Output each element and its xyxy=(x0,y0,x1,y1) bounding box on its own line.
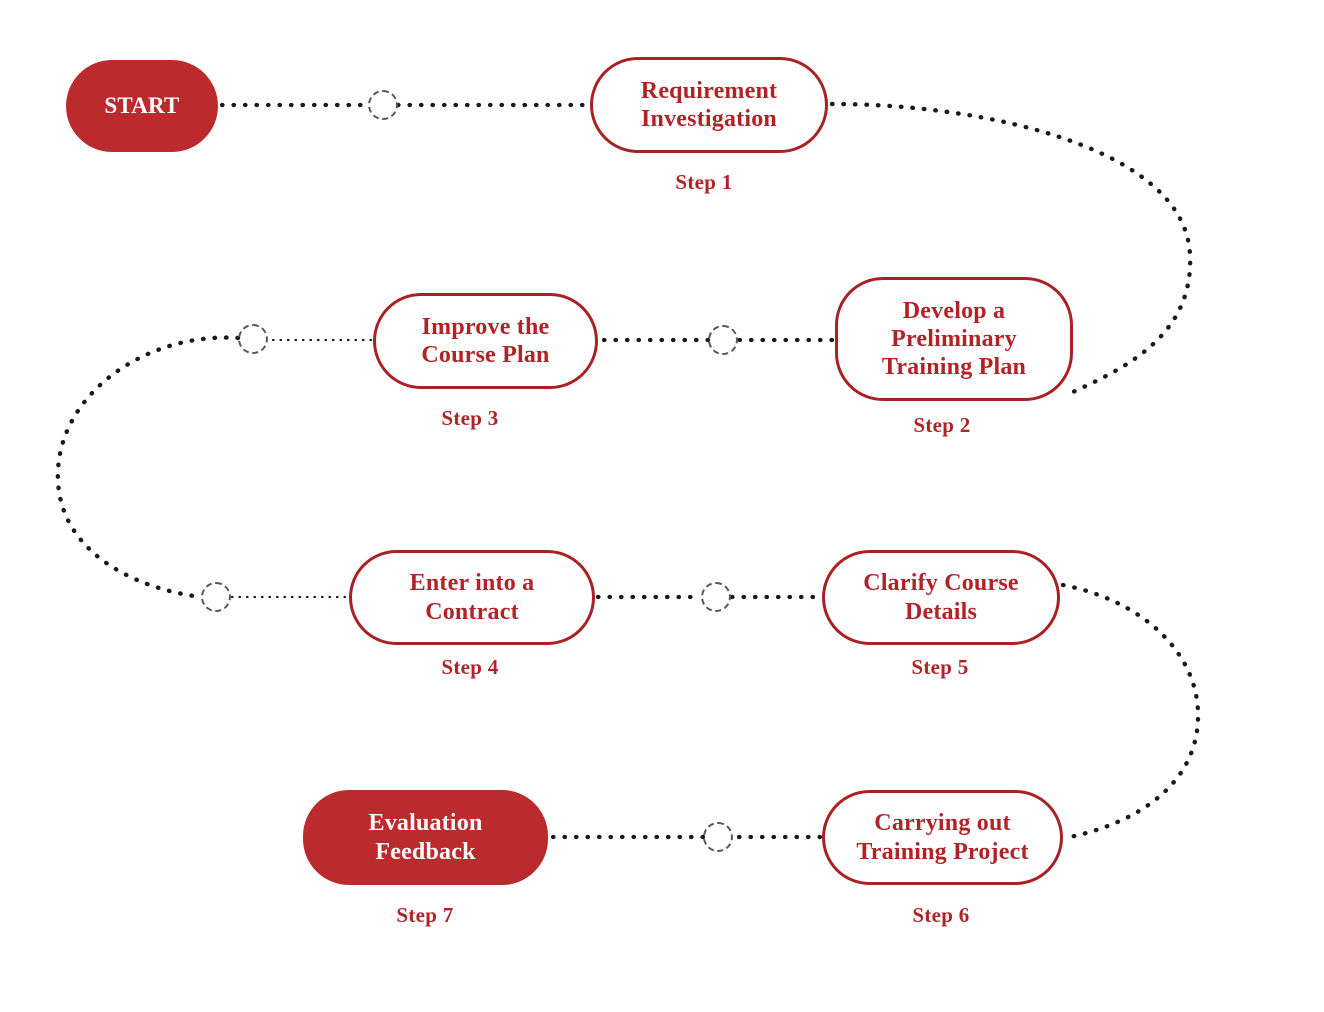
node-step7-label: Evaluation Feedback xyxy=(368,810,483,865)
node-step6-label: Carrying out Training Project xyxy=(856,810,1029,865)
node-step4[interactable]: Enter into a Contract xyxy=(349,550,595,645)
caption-step7: Step 7 xyxy=(396,903,454,927)
node-step2-label: Develop a Preliminary Training Plan xyxy=(881,297,1027,381)
node-step4-label: Enter into a Contract xyxy=(409,570,535,625)
marker-step3-left xyxy=(238,324,268,354)
node-step7[interactable]: Evaluation Feedback xyxy=(303,790,548,885)
caption-step2: Step 2 xyxy=(913,413,971,437)
node-step5-label: Clarify Course Details xyxy=(863,570,1019,625)
caption-step3: Step 3 xyxy=(441,406,499,430)
node-step3[interactable]: Improve the Course Plan xyxy=(373,293,598,389)
marker-step4-left xyxy=(201,582,231,612)
node-step5[interactable]: Clarify Course Details xyxy=(822,550,1060,645)
caption-step6: Step 6 xyxy=(912,903,970,927)
connector-step5-to-step6 xyxy=(1060,582,1201,840)
marker-step3-step2 xyxy=(708,325,738,355)
caption-step1: Step 1 xyxy=(675,170,733,194)
marker-step4-step5 xyxy=(701,582,731,612)
node-step1-label: Requirement Investigation xyxy=(640,77,778,132)
node-step3-label: Improve the Course Plan xyxy=(421,313,550,368)
node-step1[interactable]: Requirement Investigation xyxy=(590,57,828,153)
marker-start-step1 xyxy=(368,90,398,120)
connector-step3-to-step4 xyxy=(55,335,241,600)
node-step2[interactable]: Develop a Preliminary Training Plan xyxy=(835,277,1073,401)
caption-step5: Step 5 xyxy=(911,655,969,679)
node-step6[interactable]: Carrying out Training Project xyxy=(822,790,1063,885)
marker-step7-step6 xyxy=(703,822,733,852)
caption-step4: Step 4 xyxy=(441,655,499,679)
node-start-label: START xyxy=(104,93,180,119)
node-start[interactable]: START xyxy=(66,60,218,152)
